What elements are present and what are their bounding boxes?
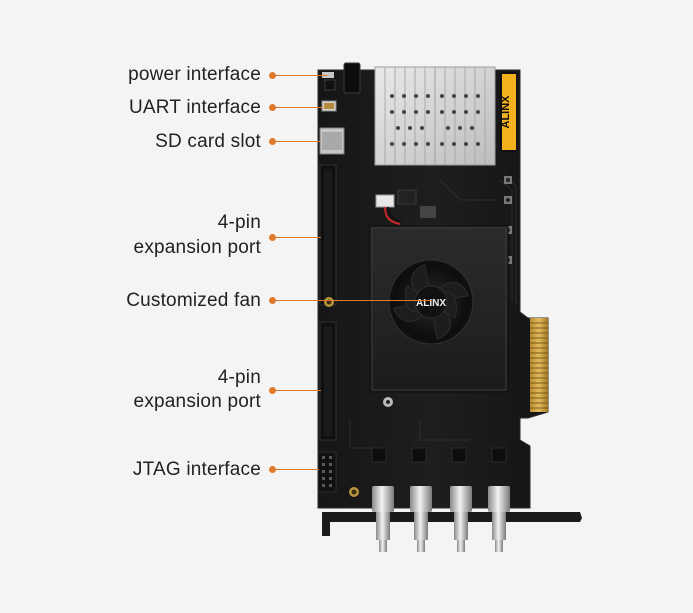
callout-power-interface: power interface (128, 64, 261, 85)
callout-expansion-port-2-line2: expansion port (133, 391, 261, 412)
brand-label-side: ALINX (500, 74, 516, 150)
leader-line (271, 469, 319, 470)
leader-line (271, 300, 431, 301)
leader-dot (269, 387, 276, 394)
leader-dot (269, 297, 276, 304)
leader-line (271, 107, 323, 108)
expansion-port-2 (319, 321, 337, 441)
jtag-header (317, 451, 337, 493)
callout-expansion-port-2-line1: 4-pin (217, 367, 261, 388)
callout-expansion-port-1-line2: expansion port (133, 237, 261, 258)
callout-customized-fan: Customized fan (126, 290, 261, 311)
leader-dot (269, 466, 276, 473)
callout-sd-card-slot: SD card slot (155, 131, 261, 152)
heatsink-fan-assembly (369, 225, 509, 407)
leader-dot (269, 104, 276, 111)
leader-line (271, 141, 321, 142)
expansion-port-1 (319, 164, 337, 306)
callout-uart-interface: UART interface (129, 97, 261, 118)
callout-jtag-interface: JTAG interface (132, 459, 261, 480)
brand-fan-text: ALINX (416, 298, 446, 309)
callout-expansion-port-1-line1: 4-pin (217, 212, 261, 233)
power-jack (343, 62, 361, 94)
brand-side-text: ALINX (500, 95, 512, 129)
sfp-cage (374, 66, 496, 166)
leader-dot (269, 234, 276, 241)
bnc-connectors (372, 486, 510, 552)
brand-label-fan: ALINX (416, 298, 446, 309)
leader-dot (269, 138, 276, 145)
leader-line (271, 75, 327, 76)
leader-dot (269, 72, 276, 79)
leader-line (271, 237, 321, 238)
leader-line (271, 390, 321, 391)
pcie-gold-fingers (530, 318, 548, 412)
